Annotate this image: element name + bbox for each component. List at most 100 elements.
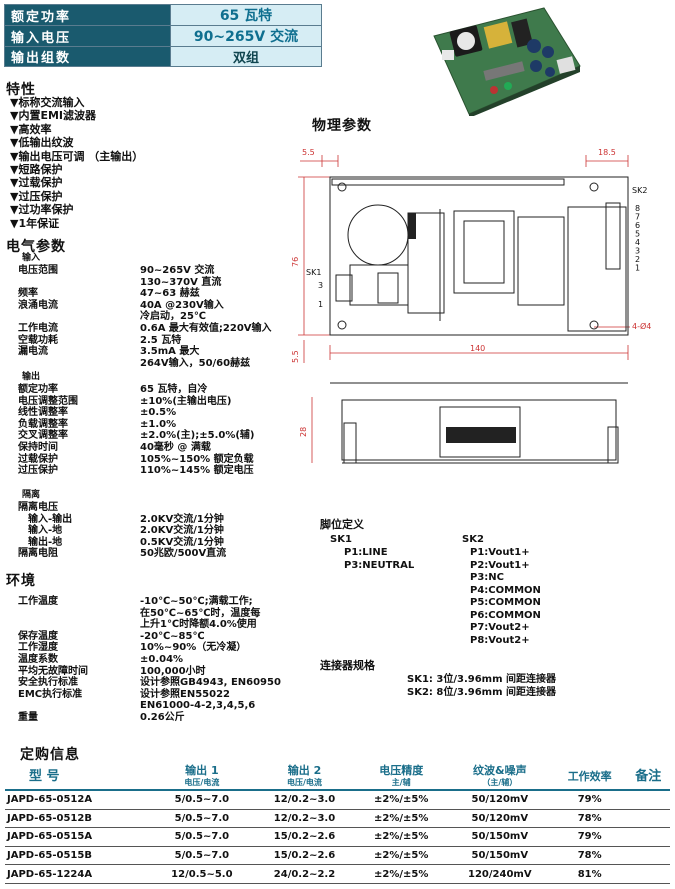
table-cell: 78% — [552, 809, 627, 829]
table-cell — [626, 846, 670, 866]
feature-item: ▼过功率保护 — [10, 203, 74, 217]
sk1-label: SK1 — [306, 268, 321, 277]
table-cell: 5/0.5~7.0 — [150, 809, 254, 829]
feature-item: ▼内置EMI滤波器 — [10, 109, 97, 123]
spec-label — [18, 277, 58, 289]
spec-value: 设计参照GB4943, EN60950 — [140, 677, 281, 689]
spec-value: -10℃~50℃;满载工作; — [140, 596, 253, 607]
table-cell: ±2%/±5% — [355, 790, 447, 810]
column-title: 型 号 — [29, 768, 60, 784]
table-cell: 79% — [552, 790, 627, 810]
spec-label: 空载功耗 — [18, 334, 58, 346]
table-cell: 24/0.2~2.2 — [253, 864, 356, 884]
table-cell: 12/0.5~5.0 — [150, 864, 254, 884]
sk2-drawing-pin: 4 — [635, 238, 640, 247]
spec-label: 保持时间 — [18, 441, 58, 453]
sk2-head: SK2 — [462, 534, 484, 545]
spec-label: 工作湿度 — [18, 642, 58, 654]
pin-item: P2:Vout1+ — [470, 559, 530, 571]
column-title: 输出 2 — [287, 763, 322, 777]
pin-title: 脚位定义 — [320, 518, 364, 531]
dim-holes: 4-Ø4 — [632, 321, 651, 331]
spec-label: 输出-地 — [18, 536, 63, 548]
table-cell: 12/0.2~3.0 — [253, 790, 356, 810]
pin-item: P3:NC — [470, 572, 504, 583]
column-title: 纹波&噪声 — [473, 763, 527, 777]
spec-value: 110%~145% 额定电压 — [140, 465, 254, 477]
dim-76: 76 — [291, 257, 300, 267]
spec-label — [18, 619, 88, 631]
connector-item: SK2: 8位/3.96mm 间距连接器 — [407, 686, 556, 698]
table-cell: 5/0.5~7.0 — [150, 827, 254, 847]
header-value: 65 瓦特 — [170, 4, 322, 26]
pin-item: P3:NEUTRAL — [344, 559, 415, 571]
spec-label — [18, 608, 88, 620]
sk2-drawing-pin: 1 — [635, 264, 640, 273]
sk2-drawing-pin: 5 — [635, 230, 640, 239]
spec-label — [18, 358, 58, 370]
table-cell: ±2%/±5% — [355, 809, 447, 829]
spec-value: 50兆欧/500V直流 — [140, 548, 227, 560]
spec-label: 工作温度 — [18, 596, 58, 607]
sk1-pin: 3 — [318, 281, 323, 290]
spec-label: 温度系数 — [18, 653, 58, 665]
spec-value: ±10%(主输出电压) — [140, 395, 232, 407]
spec-label: 隔离电阻 — [18, 548, 58, 560]
spec-label: 过载保护 — [18, 453, 58, 465]
pin-item: P1:LINE — [344, 547, 388, 558]
spec-value: 3.5mA 最大 — [140, 346, 200, 358]
table-cell — [626, 864, 670, 884]
spec-label — [18, 311, 58, 323]
spec-label: 漏电流 — [18, 346, 48, 358]
table-cell: 79% — [552, 827, 627, 847]
environment-values: -10℃~50℃;满载工作;在50℃~65℃时，温度每上升1℃时降额4.0%使用… — [140, 596, 281, 724]
connector-item: SK1: 3位/3.96mm 间距连接器 — [407, 674, 556, 685]
table-cell: 81% — [552, 864, 627, 884]
table-cell: 12/0.2~3.0 — [253, 809, 356, 829]
spec-label — [18, 700, 88, 712]
feature-item: ▼高效率 — [10, 122, 52, 136]
header-label: 输出组数 — [4, 46, 171, 67]
column-title: 备注 — [635, 768, 662, 784]
spec-label: 电压范围 — [18, 265, 58, 276]
spec-value: 冷启动，25℃ — [140, 311, 207, 323]
connector-title: 连接器规格 — [320, 659, 375, 672]
spec-value — [140, 502, 226, 514]
feature-item: ▼过压保护 — [10, 189, 63, 203]
dim-18-5: 18.5 — [598, 148, 616, 157]
features-list: ▼标称交流输入▼内置EMI滤波器▼高效率▼低输出纹波▼输出电压可调 （主输出）▼… — [10, 96, 143, 230]
table-cell: ±2%/±5% — [355, 846, 447, 866]
sk2-drawing-pin: 8 — [635, 204, 640, 213]
dim-28: 28 — [299, 427, 308, 437]
table-cell: 78% — [552, 846, 627, 866]
isolation-subhead: 隔离 — [22, 490, 41, 500]
output-labels: 额定功率电压调整范围线性调整率负载调整率交叉调整率保持时间过载保护过压保护 — [18, 384, 78, 477]
spec-value: ±0.5% — [140, 407, 177, 419]
spec-value: 47~63 赫兹 — [140, 288, 200, 300]
table-cell: 120/240mV — [446, 864, 553, 884]
pin-item: P4:COMMON — [470, 584, 541, 596]
header-value: 90~265V 交流 — [170, 25, 322, 47]
spec-value: 2.0KV交流/1分钟 — [140, 513, 224, 525]
sk2-label: SK2 — [632, 186, 647, 195]
spec-value: 264V输入，50/60赫兹 — [140, 357, 251, 369]
table-cell: JAPD-65-0515B — [5, 846, 151, 866]
pin-item: P1:Vout1+ — [470, 547, 530, 558]
sk2-drawing-pin: 6 — [635, 221, 640, 230]
table-cell: JAPD-65-1224A — [5, 864, 151, 884]
table-cell: 50/150mV — [446, 846, 553, 866]
header-row-power: 额定功率 65 瓦特 — [4, 4, 322, 26]
electrical-title: 电气参数 — [6, 239, 66, 255]
spec-value: ±2.0%(主);±5.0%(辅) — [140, 430, 255, 442]
spec-value: 0.26公斤 — [140, 711, 185, 723]
spec-value: ±0.04% — [140, 653, 184, 665]
spec-value: 130~370V 直流 — [140, 276, 222, 288]
table-cell: JAPD-65-0515A — [5, 827, 151, 847]
spec-value: 40A @230V输入 — [140, 299, 224, 311]
spec-value: ±1.0% — [140, 418, 177, 430]
spec-label: 保存温度 — [18, 630, 58, 642]
column-subtitle: 电压/电流 — [287, 777, 322, 787]
sk1-pin: 1 — [318, 300, 323, 309]
